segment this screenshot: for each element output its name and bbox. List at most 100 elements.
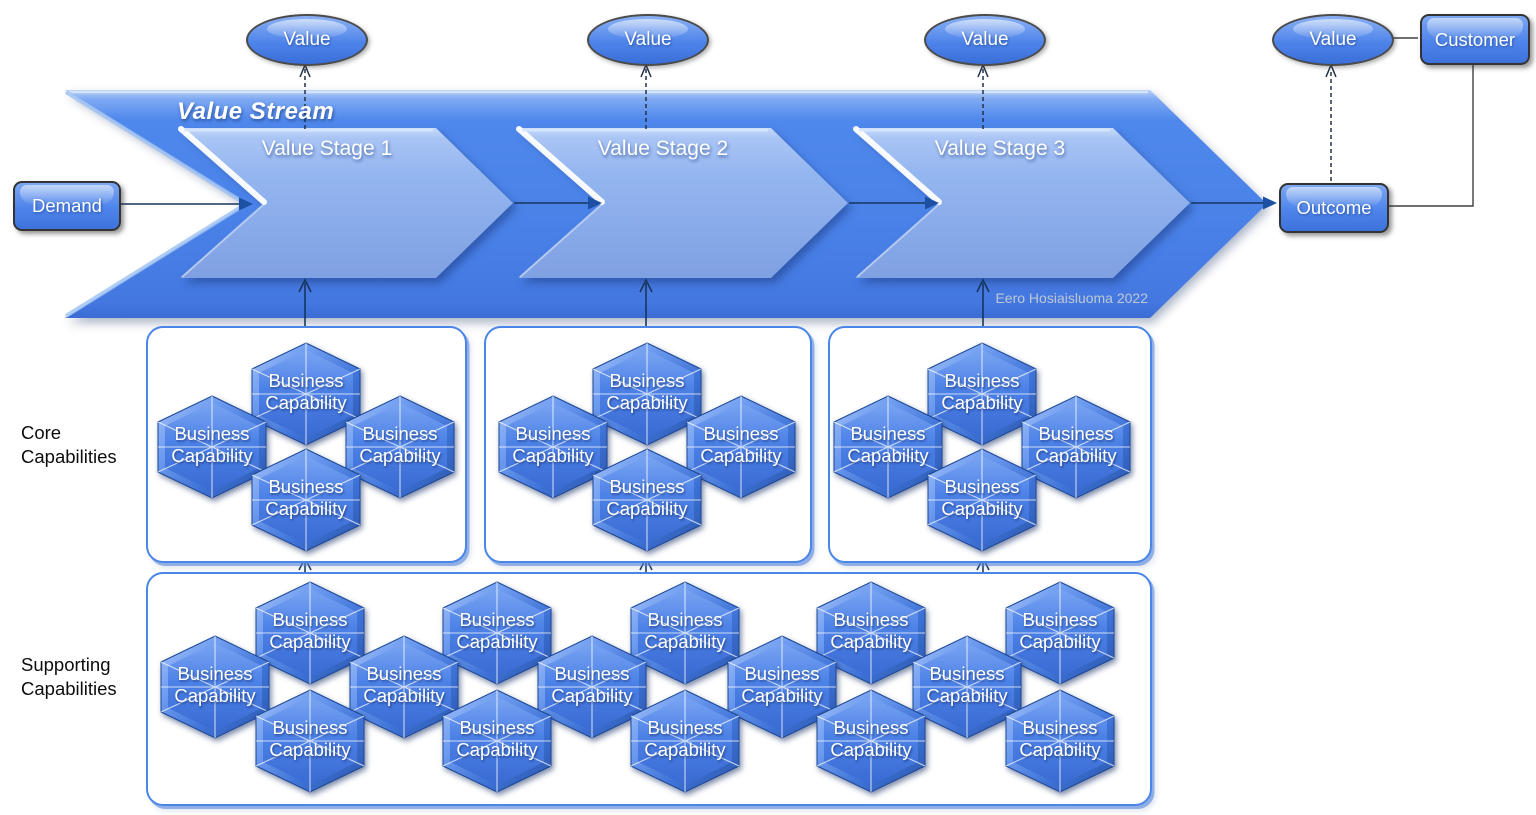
line-customer-to-outcome [1388,62,1474,207]
capability-label-line1: Business [833,717,909,739]
value-label: Value [624,29,672,50]
value-label: Value [1309,29,1357,50]
core-capabilities-label: Core Capabilities [21,421,117,468]
capability-label-line2: Capability [926,685,1008,706]
value-ellipse-4: Value [1272,14,1394,66]
outcome-label: Outcome [1296,197,1372,218]
core-capabilities-label-line2: Capabilities [21,445,117,467]
capability-label-line1: Business [459,717,535,739]
supporting-capabilities-label-line2: Capabilities [21,677,117,699]
capability-label-line1: Business [944,476,1020,498]
arrow-outcome-to-value [1325,63,1337,181]
demand-node: Demand [13,181,121,231]
connector-stage3-to-outcome [1191,196,1277,210]
author-credit: Eero Hosiaisluoma 2022 [995,290,1148,306]
customer-node: Customer [1420,14,1530,65]
capability-label-line1: Business [703,423,779,445]
customer-label: Customer [1434,28,1516,50]
value-stage-1-label: Value Stage 1 [261,137,393,160]
capability-label-line2: Capability [830,739,912,760]
capability-label-line2: Capability [265,392,347,413]
capability-label-line1: Business [1022,717,1098,739]
value-label: Value [961,29,1009,50]
core-capabilities-label-line1: Core [21,422,62,443]
value-stage-3-label: Value Stage 3 [934,137,1066,160]
capability-label-line1: Business [744,663,820,685]
capability-label-line2: Capability [644,739,726,760]
value-ellipse-1: Value [246,14,368,66]
capability-label-line1: Business [929,663,1005,685]
capability-label-line1: Business [944,370,1020,392]
capability-label-line1: Business [459,609,535,631]
capability-label-line1: Business [833,609,909,631]
capability-label-line1: Business [1022,609,1098,631]
capability-label-line2: Capability [265,498,347,519]
value-stage-1-chevron [178,126,513,278]
capability-label-line2: Capability [512,445,594,466]
capability-label-line2: Capability [551,685,633,706]
capability-label-line1: Business [362,423,438,445]
capability-label-line1: Business [272,717,348,739]
capability-label-line2: Capability [941,498,1023,519]
capability-label-line2: Capability [606,392,688,413]
capability-label-line2: Capability [700,445,782,466]
connector-stage2-to-stage3 [849,196,939,210]
arrow-core2-to-stage2 [639,278,653,328]
capability-label-line2: Capability [830,631,912,652]
capability-label-line2: Capability [847,445,929,466]
value-label: Value [283,29,331,50]
capability-label-line2: Capability [456,631,538,652]
arrow-core1-to-stage1 [298,278,312,328]
capability-label-line2: Capability [1035,445,1117,466]
capability-label-line2: Capability [269,631,351,652]
value-ellipse-3: Value [924,14,1046,66]
supporting-capabilities-label: Supporting Capabilities [21,653,117,700]
capability-label-line1: Business [850,423,926,445]
demand-label: Demand [32,195,102,216]
value-ellipse-2: Value [587,14,709,66]
capability-label-line2: Capability [269,739,351,760]
value-stage-2-chevron [516,126,848,278]
connector-demand-to-stage1 [117,197,253,211]
capability-label-line1: Business [272,609,348,631]
capability-label-line2: Capability [1019,631,1101,652]
capability-arrows [298,278,990,572]
value-stream-title: Value Stream [177,98,335,125]
supporting-capabilities-label-line1: Supporting [21,654,111,675]
capability-label-line2: Capability [1019,739,1101,760]
